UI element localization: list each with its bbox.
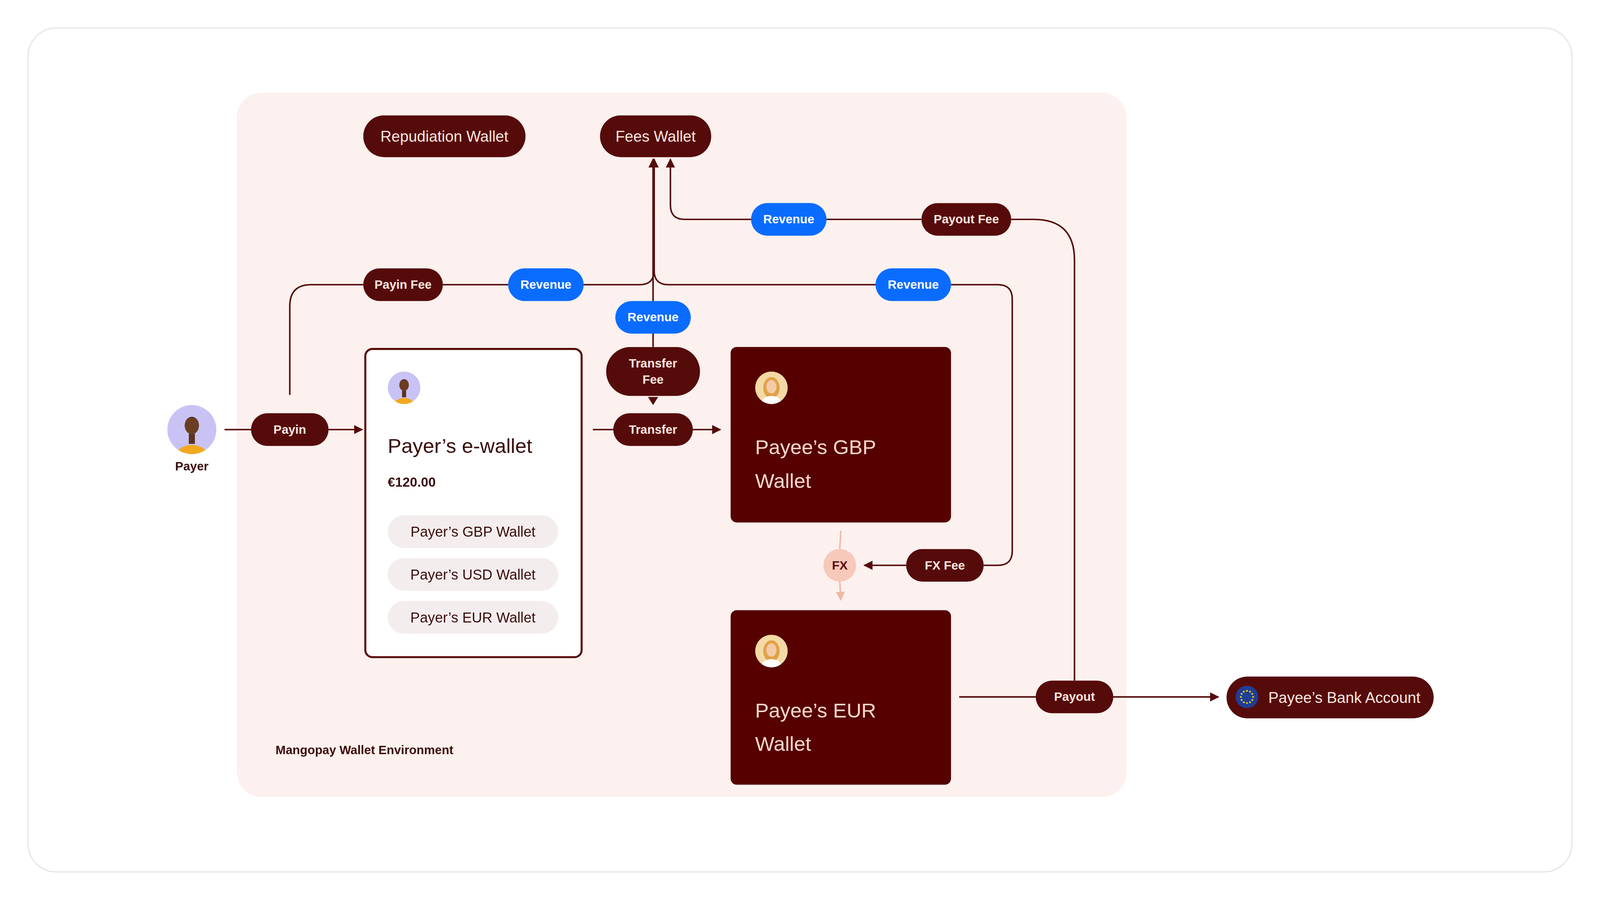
bank-account-pill: Payee’s Bank Account — [1226, 676, 1434, 719]
currency-wallet-pill: Payer’s GBP Wallet — [387, 515, 559, 548]
edge-label: Revenue — [615, 300, 691, 334]
node-text: Payer’s e-wallet — [387, 434, 533, 458]
node-text: Fees Wallet — [615, 127, 696, 145]
currency-wallet-pill: Payer’s USD Wallet — [387, 558, 559, 591]
edge-label: Revenue — [508, 268, 584, 301]
payer-avatar: Payer — [167, 405, 217, 455]
connector — [670, 159, 922, 220]
payee-wallet-box: Payee’s EUR Wallet — [730, 610, 951, 785]
node-text: Transfer Fee — [624, 355, 682, 388]
edge-label: Payout — [1035, 680, 1114, 713]
node-text: Payee’s Bank Account — [1268, 688, 1421, 707]
edge-label: Transfer — [613, 413, 693, 446]
node-text: Payee’s GBP Wallet — [755, 430, 908, 498]
edge-label: Revenue — [750, 202, 827, 236]
wallet-pill: Repudiation Wallet — [363, 115, 526, 158]
node-text: Payee’s EUR Wallet — [755, 693, 908, 762]
fee-pill: Payout Fee — [921, 202, 1012, 236]
edge-label: Payin — [250, 413, 329, 446]
node-text: Payer’s USD Wallet — [410, 566, 536, 583]
payee-avatar — [755, 634, 788, 674]
payee-wallet-box: Payee’s GBP Wallet — [730, 347, 951, 523]
payer-avatar — [167, 405, 217, 470]
payee-avatar — [755, 371, 788, 410]
connector — [840, 530, 841, 549]
node-text: FX — [832, 558, 848, 573]
flag-disc — [1235, 685, 1259, 709]
node-text: Payout Fee — [933, 212, 1000, 227]
connector — [442, 159, 655, 285]
connector — [592, 428, 721, 431]
connector — [652, 159, 655, 348]
node-text: Payin Fee — [374, 277, 432, 292]
connector — [224, 428, 363, 431]
fee-pill: Transfer Fee — [606, 347, 700, 397]
node-text: Payer’s EUR Wallet — [410, 609, 536, 626]
edge-label: Revenue — [875, 268, 951, 301]
connector — [840, 581, 841, 600]
e-wallet-box: Payer’s e-wallet €120.00Payer’s GBP Walle… — [364, 347, 583, 658]
payer-avatar — [387, 371, 421, 415]
fx-circle: FX — [823, 549, 856, 582]
eu-flag — [1235, 685, 1259, 709]
node-text: €120.00 — [387, 474, 436, 490]
wallet-pill: Fees Wallet — [600, 115, 712, 158]
node-text: Repudiation Wallet — [380, 127, 509, 145]
node-text: FX Fee — [925, 558, 965, 573]
fee-pointer — [647, 397, 658, 406]
node-text: Payer’s GBP Wallet — [410, 523, 536, 540]
currency-wallet-pill: Payer’s EUR Wallet — [387, 600, 559, 634]
fee-pill: Payin Fee — [363, 268, 443, 301]
node-text: Mangopay Wallet Environment — [275, 742, 454, 758]
fee-leader-line — [290, 284, 364, 395]
connector — [864, 564, 906, 567]
node-text: Payer — [140, 459, 243, 474]
fee-pill: FX Fee — [906, 549, 984, 582]
fee-leader-line — [1011, 219, 1075, 681]
environment-band: Mangopay Wallet Environment Repudiation W… — [236, 92, 1127, 798]
connector — [959, 696, 1219, 698]
flag-stars — [1240, 690, 1255, 705]
connector — [654, 159, 1013, 566]
